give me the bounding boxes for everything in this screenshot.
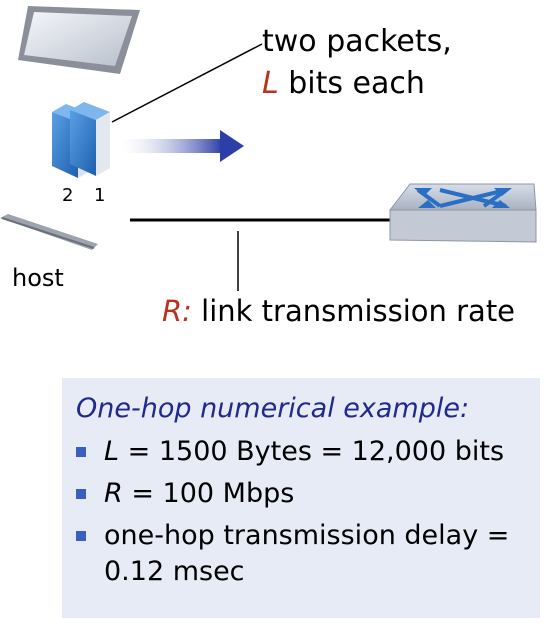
callout-pointer-line	[111, 43, 263, 123]
callout-two-packets: two packets,	[262, 24, 452, 59]
numerical-example-box: One-hop numerical example: L = 1500 Byte…	[62, 378, 540, 618]
packet-1-number: 1	[94, 185, 106, 206]
laptop-screen-icon	[18, 6, 140, 74]
callout-bits-each: L bits each	[262, 66, 425, 101]
router-icon	[388, 183, 537, 243]
l-symbol: L	[262, 66, 279, 101]
example-title: One-hop numerical example:	[76, 393, 470, 424]
example-bullet-list: L = 1500 Bytes = 12,000 bits R = 100 Mbp…	[76, 434, 540, 590]
bullet-square-icon	[76, 489, 86, 499]
bullet-r-value: R = 100 Mbps	[76, 476, 540, 512]
laptop-base-icon	[0, 214, 98, 250]
link-rate-label: R: link transmission rate	[162, 294, 516, 328]
bullet-square-icon	[76, 447, 86, 457]
r-symbol: R:	[162, 294, 192, 328]
packet-1-icon	[70, 102, 110, 176]
bullet-square-icon	[76, 531, 86, 541]
host-label: host	[12, 264, 64, 292]
packet-2-number: 2	[62, 185, 74, 206]
bullet-l-value: L = 1500 Bytes = 12,000 bits	[76, 434, 540, 470]
transmission-arrow-icon	[122, 130, 244, 162]
bullet-transmission-delay: one-hop transmission delay = 0.12 msec	[76, 518, 524, 590]
